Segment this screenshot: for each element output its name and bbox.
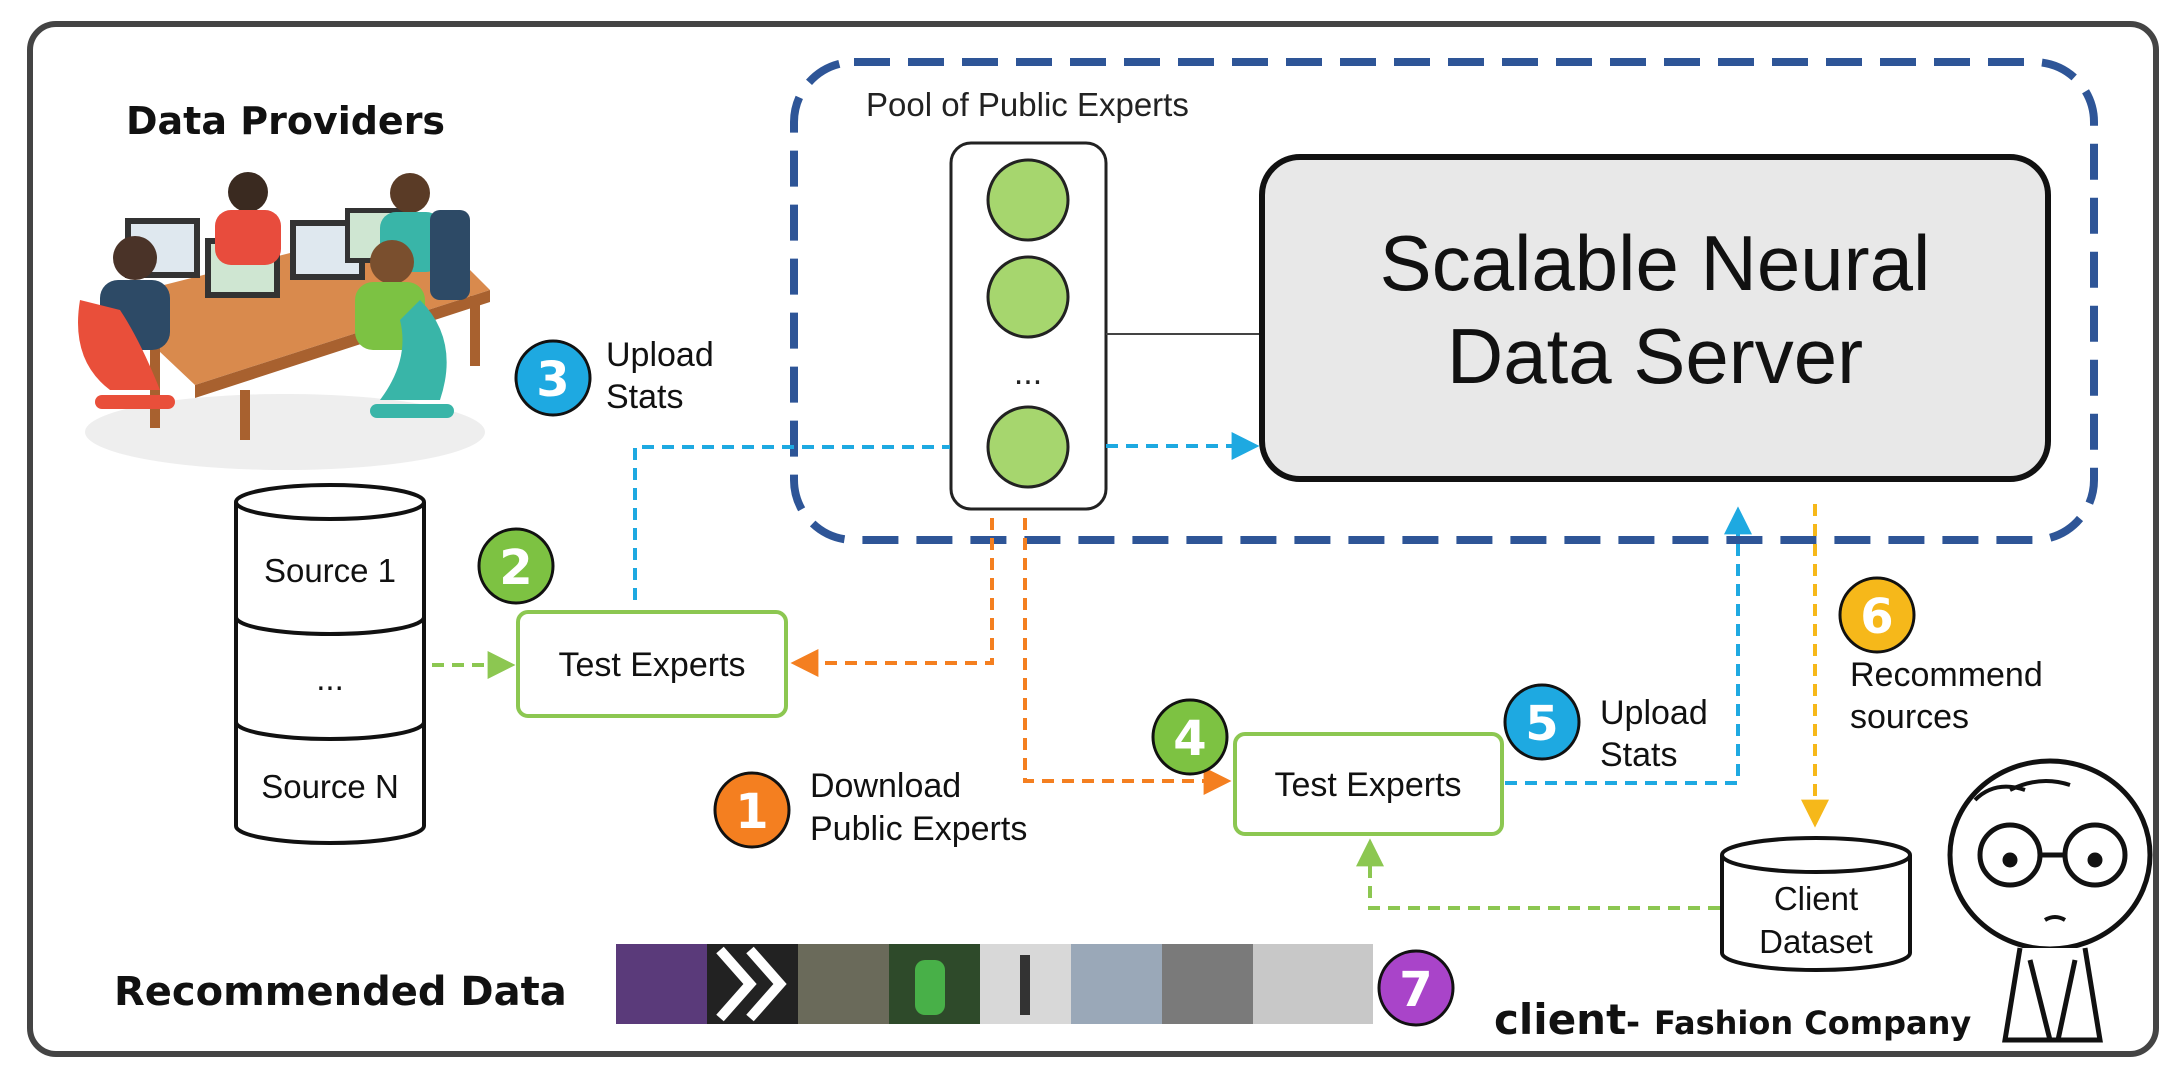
step-badge-7: 7 <box>1377 949 1455 1027</box>
source-ellipsis-label: ... <box>316 660 344 697</box>
thumbnail-image <box>616 944 707 1024</box>
arrow-download-to-client <box>1023 518 1232 795</box>
public-expert-node <box>986 158 1070 242</box>
arrow-download-to-provider <box>790 518 994 677</box>
test-experts-client-label: Test Experts <box>1274 766 1461 804</box>
step-3-text-line1: Upload <box>606 336 714 374</box>
thumbnail-image <box>1253 944 1373 1024</box>
pool-label: Pool of Public Experts <box>866 86 1189 123</box>
step-badge-3: 3 <box>514 339 592 417</box>
client-dataset-cylinder: Client Dataset <box>1720 836 1912 972</box>
public-experts-column: ... <box>949 141 1108 511</box>
source-1-label: Source 1 <box>264 552 396 589</box>
client-company: Fashion Company <box>1654 1004 1971 1042</box>
thumbnail-image <box>1162 944 1253 1024</box>
svg-text:1: 1 <box>735 784 768 840</box>
data-server-box <box>1259 154 2051 482</box>
test-experts-provider-box <box>516 610 788 718</box>
step-badge-6: 6 <box>1838 576 1916 654</box>
svg-text:3: 3 <box>536 352 569 408</box>
thumbnail-image <box>798 944 889 1024</box>
step-6-text-line2: sources <box>1850 698 1969 736</box>
test-experts-client-box <box>1233 732 1504 836</box>
public-expert-node <box>986 405 1070 489</box>
step-badge-1: 1 <box>713 771 791 849</box>
step-badge-2: 2 <box>477 527 555 605</box>
experts-ellipsis: ... <box>1014 354 1042 392</box>
arrow-provider-upload-stats <box>633 446 1254 600</box>
stick-figure-client-illustration <box>1947 758 2153 1043</box>
client-name: client <box>1494 995 1626 1044</box>
step-3-text-line2: Stats <box>606 378 683 416</box>
data-providers-title: Data Providers <box>126 99 445 143</box>
step-5-text-line1: Upload <box>1600 694 1708 732</box>
client-dataset-line1: Client <box>1774 880 1858 917</box>
svg-text:4: 4 <box>1173 711 1206 767</box>
svg-text:5: 5 <box>1525 696 1558 752</box>
step-5-text-line2: Stats <box>1600 736 1677 774</box>
arrow-client-dataset-to-test-experts <box>1356 838 1720 910</box>
svg-text:2: 2 <box>499 540 532 596</box>
client-separator: - <box>1626 1003 1640 1043</box>
source-n-label: Source N <box>261 768 399 805</box>
server-title-line1: Scalable Neural <box>1380 219 1931 307</box>
step-1-text-line1: Download <box>810 767 961 805</box>
step-badge-5: 5 <box>1503 683 1581 761</box>
test-experts-provider-label: Test Experts <box>558 646 745 684</box>
thumbnail-image <box>1071 944 1162 1024</box>
recommended-thumbnails <box>616 944 1373 1024</box>
step-1-text-line2: Public Experts <box>810 810 1027 848</box>
public-expert-node <box>986 255 1070 339</box>
recommended-data-title: Recommended Data <box>114 969 567 1015</box>
step-badge-4: 4 <box>1151 698 1229 776</box>
svg-text:7: 7 <box>1399 962 1432 1018</box>
people-at-computers-illustration <box>78 172 490 470</box>
sources-cylinder: Source 1 ... Source N <box>234 483 426 845</box>
step-6-text-line1: Recommend <box>1850 656 2043 694</box>
svg-text:6: 6 <box>1860 589 1893 645</box>
client-dataset-line2: Dataset <box>1759 923 1873 960</box>
server-title-line2: Data Server <box>1447 312 1863 400</box>
